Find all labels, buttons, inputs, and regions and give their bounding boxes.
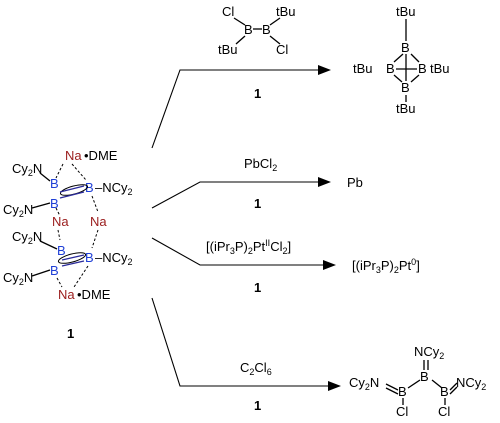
arrow-3 <box>151 237 325 266</box>
b-atom-6: B <box>85 250 94 265</box>
svg-text:tBu: tBu <box>218 42 238 57</box>
b-ncy2-1: –NCy2 <box>95 180 133 197</box>
arrow-4 <box>151 297 330 387</box>
arrow-2 <box>151 181 320 209</box>
product-cy2n-left: Cy2N <box>349 375 379 392</box>
reaction-4: C2Cl6 1 NCy2 Cy2N B B B NCy2 Cl Cl <box>240 344 486 419</box>
cy2n-3: Cy2N <box>12 229 42 246</box>
svg-text:B: B <box>401 40 410 55</box>
na-mid-right: Na <box>90 214 107 229</box>
svg-text:B: B <box>440 384 449 399</box>
ring-upper <box>59 184 89 196</box>
na-bottom: Na <box>58 287 75 302</box>
b-ncy2-2: –NCy2 <box>95 250 133 267</box>
svg-text:B: B <box>418 61 427 76</box>
svg-text:Cl: Cl <box>396 404 408 419</box>
cy2n-1: Cy2N <box>12 161 42 178</box>
product-pt0: [(iPr3P)2Pt0] <box>352 257 420 275</box>
svg-text:B: B <box>420 369 429 384</box>
b-atom-2: B <box>50 196 59 211</box>
reaction-3-label: 1 <box>254 280 261 295</box>
svg-text:tBu: tBu <box>396 101 416 116</box>
svg-text:B: B <box>386 61 395 76</box>
b-atom-1: B <box>50 176 59 191</box>
svg-text:tBu: tBu <box>430 61 450 76</box>
arrow-1 <box>151 69 320 149</box>
svg-text:Cl: Cl <box>438 404 450 419</box>
b-atom-4: B <box>57 243 66 258</box>
reagent-pbcl2: PbCl2 <box>244 156 277 173</box>
reaction-arrows <box>151 65 341 391</box>
ring-lower <box>57 252 87 264</box>
svg-text:tBu: tBu <box>276 4 296 19</box>
cy2n-2: Cy2N <box>3 202 33 219</box>
reaction-2: PbCl2 1 Pb <box>244 156 363 211</box>
reagent-pt-complex: [(iPr3P)2PtIICl2] <box>206 238 291 256</box>
reaction-4-label: 1 <box>254 398 261 413</box>
b-atom-5: B <box>50 263 59 278</box>
svg-text:B: B <box>262 22 271 37</box>
svg-text:Cl: Cl <box>222 4 234 19</box>
product-ncy2-right: NCy2 <box>456 375 486 392</box>
svg-text:tBu: tBu <box>353 61 373 76</box>
product-pb: Pb <box>347 175 363 190</box>
b-atom-3: B <box>85 180 94 195</box>
svg-text:tBu: tBu <box>396 4 416 19</box>
compound-1: Na •DME Cy2N Cy2N B B B –NCy2 Na Na Cy2N… <box>3 148 133 341</box>
svg-text:Cl: Cl <box>276 42 288 57</box>
cy2n-4: Cy2N <box>3 270 33 287</box>
reaction-2-label: 1 <box>254 196 261 211</box>
na-top: Na <box>65 148 82 163</box>
reagent-c2cl6: C2Cl6 <box>240 360 272 377</box>
reaction-3: [(iPr3P)2PtIICl2] 1 [(iPr3P)2Pt0] <box>206 238 420 295</box>
svg-text:B: B <box>401 80 410 95</box>
reaction-1-label: 1 <box>254 86 261 101</box>
dme-top: •DME <box>84 148 118 163</box>
reaction-1: Cl tBu B B tBu Cl 1 tBu B B B B tBu tBu … <box>218 4 450 116</box>
compound-1-label: 1 <box>67 326 74 341</box>
svg-text:B: B <box>244 22 253 37</box>
svg-text:B: B <box>398 384 407 399</box>
dme-bottom: •DME <box>77 287 111 302</box>
product-ncy2-top: NCy2 <box>414 344 444 361</box>
na-mid-left: Na <box>52 214 69 229</box>
